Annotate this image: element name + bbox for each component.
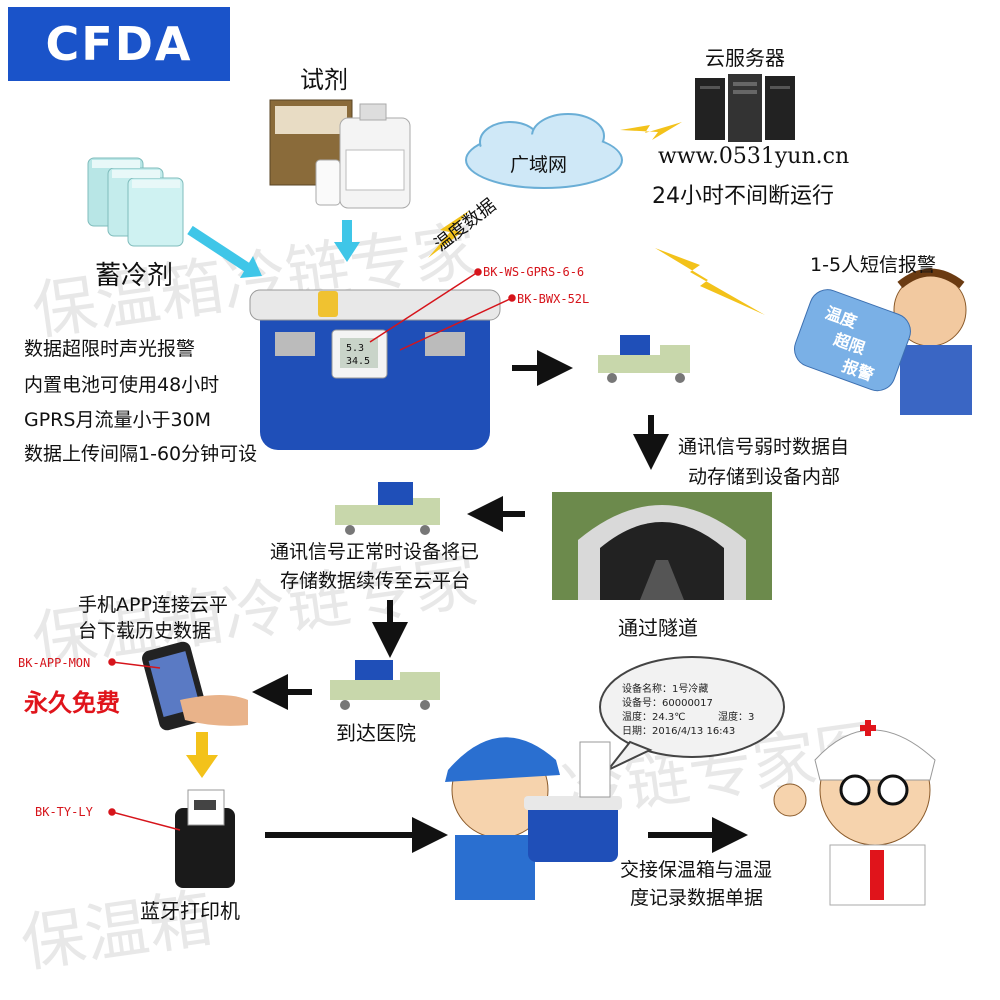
normal-signal-1: 通讯信号正常时设备将已 (270, 541, 480, 563)
feature-2: 内置电池可使用48小时 (24, 374, 220, 396)
delivery-man-image (445, 737, 622, 900)
sms-man-image: 温度 超限 报警 (794, 268, 972, 415)
receipt-line-3: 温度：24.3℃ (622, 710, 686, 723)
sms-alarm-label: 1-5人短信报警 (810, 254, 937, 276)
tag-leaders (108, 268, 516, 831)
hospital-label: 到达医院 (336, 721, 416, 745)
reagent-image (269, 99, 411, 209)
truck-1 (598, 335, 690, 383)
tag-gprs: BK-WS-GPRS-6-6 (483, 265, 585, 279)
device-temp: 5.3 (346, 343, 364, 354)
app-label-2: 台下载历史数据 (78, 620, 212, 642)
cold-pack-label: 蓄冷剂 (95, 261, 174, 291)
normal-signal-2: 存储数据续传至云平台 (280, 570, 471, 592)
truck-3 (330, 660, 440, 710)
truck-2 (335, 482, 440, 535)
receipt-line-2: 设备号：60000017 (622, 696, 713, 709)
receipt-line-1: 设备名称：1号冷藏 (622, 682, 708, 695)
tunnel-image (552, 492, 772, 600)
printer-label: 蓝牙打印机 (140, 899, 240, 923)
flow-arrows (252, 350, 748, 853)
cloud-server-label: 云服务器 (705, 46, 785, 70)
reagent-label: 试剂 (300, 66, 348, 94)
cfda-logo: CFDA (8, 7, 230, 81)
handover-2: 度记录数据单据 (630, 887, 764, 909)
feature-1: 数据超限时声光报警 (24, 338, 196, 360)
receipt-line-4: 湿度：3 (718, 710, 754, 723)
cold-pack-image (87, 157, 184, 247)
url-label: www.0531yun.cn (658, 144, 850, 169)
smartphone-image (142, 641, 248, 731)
tag-printer: BK-TY-LY (35, 805, 93, 819)
lightning-icons (428, 122, 765, 315)
app-label-1: 手机APP连接云平 (78, 594, 228, 616)
free-label: 永久免费 (24, 689, 120, 717)
weak-signal-1: 通讯信号弱时数据自 (678, 436, 850, 458)
doctor-image (773, 720, 936, 906)
printer-image (175, 789, 235, 888)
cyan-arrows (187, 220, 360, 278)
tag-app: BK-APP-MON (18, 656, 91, 670)
wan-label: 广域网 (510, 154, 568, 176)
uptime-label: 24小时不间断运行 (652, 184, 834, 209)
weak-signal-2: 动存储到设备内部 (688, 466, 841, 488)
tag-bwx: BK-BWX-52L (517, 292, 590, 306)
feature-3: GPRS月流量小于30M (24, 409, 212, 431)
yellow-down-arrow (186, 732, 218, 778)
server-image (695, 74, 795, 142)
device-humidity: 34.5 (346, 356, 370, 367)
receipt-bubble: 设备名称：1号冷藏 设备号：60000017 温度：24.3℃ 湿度：3 日期：… (599, 656, 785, 771)
receipt-line-5: 日期：2016/4/13 16:43 (622, 725, 735, 737)
handover-1: 交接保温箱与温湿 (620, 859, 773, 881)
cold-box-image: 5.3 34.5 (249, 289, 501, 450)
wan-cloud (465, 113, 623, 189)
feature-4: 数据上传间隔1-60分钟可设 (24, 443, 258, 465)
tunnel-label: 通过隧道 (618, 616, 698, 640)
